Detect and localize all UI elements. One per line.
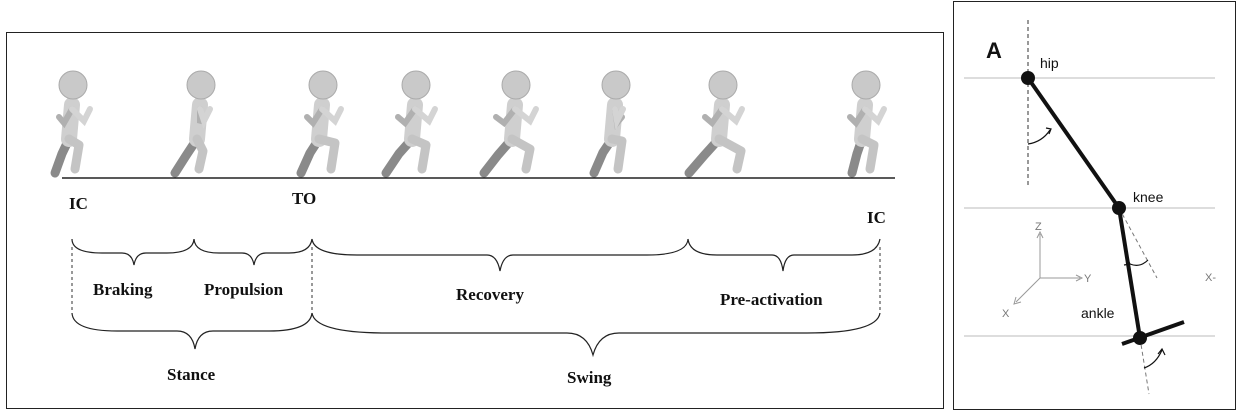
ankle-angle-arrow (1157, 347, 1166, 356)
shank-extension-dashed (1139, 337, 1150, 395)
shank-segment (1117, 207, 1142, 339)
label-braking: Braking (93, 280, 153, 299)
ankle-joint (1133, 331, 1147, 345)
coordinate-axes (1013, 230, 1084, 305)
runner-figures (50, 70, 887, 178)
hip-joint (1021, 71, 1035, 85)
knee-label: knee (1133, 189, 1164, 205)
panel-letter: A (986, 38, 1002, 63)
runner-figure (381, 70, 438, 178)
label-recovery: Recovery (456, 285, 524, 304)
thigh-extension-dashed (1118, 207, 1158, 279)
axis-label-x: X (1002, 308, 1010, 320)
thigh-segment (1026, 76, 1121, 210)
hip-label: hip (1040, 55, 1059, 71)
ankle-angle-arc (1143, 349, 1163, 369)
hip-angle-arc (1027, 129, 1051, 145)
brace-pre-activation (687, 238, 881, 272)
axis-label-x-right: X- (1205, 272, 1216, 284)
brace-stance (71, 312, 313, 350)
brace-braking (71, 238, 195, 266)
runner-figure (50, 70, 93, 178)
event-ic-start: IC (69, 194, 88, 213)
event-toe-off: TO (292, 189, 316, 208)
runner-figure (296, 70, 344, 178)
knee-angle-arc (1129, 259, 1149, 266)
axis-label-y: Y (1084, 273, 1092, 285)
runner-figure (589, 70, 631, 178)
leg-model-svg: Z Y X X- A hip knee ankle (964, 20, 1216, 395)
leg-model-panel: Z Y X X- A hip knee ankle (953, 1, 1236, 410)
label-swing: Swing (567, 368, 612, 387)
brace-propulsion (193, 238, 313, 266)
knee-angle-arrow (1123, 257, 1131, 266)
hip-angle-arrow (1045, 127, 1052, 135)
gait-cycle-svg: IC TO IC Braking Propulsion Recovery Pre… (50, 70, 895, 387)
knee-joint (1112, 201, 1126, 215)
label-propulsion: Propulsion (204, 280, 284, 299)
label-pre-activation: Pre-activation (720, 290, 823, 309)
runner-figure (170, 70, 216, 178)
label-stance: Stance (167, 365, 216, 384)
runner-figure (479, 70, 539, 178)
brace-swing (311, 312, 881, 358)
foot-segment (1121, 320, 1185, 346)
axis-label-z: Z (1035, 221, 1042, 233)
gait-cycle-panel: IC TO IC Braking Propulsion Recovery Pre… (6, 32, 944, 409)
event-ic-end: IC (867, 208, 886, 227)
brace-recovery (311, 238, 689, 272)
ankle-label: ankle (1081, 305, 1115, 321)
runner-figure (847, 70, 887, 178)
runner-figure (684, 70, 746, 178)
